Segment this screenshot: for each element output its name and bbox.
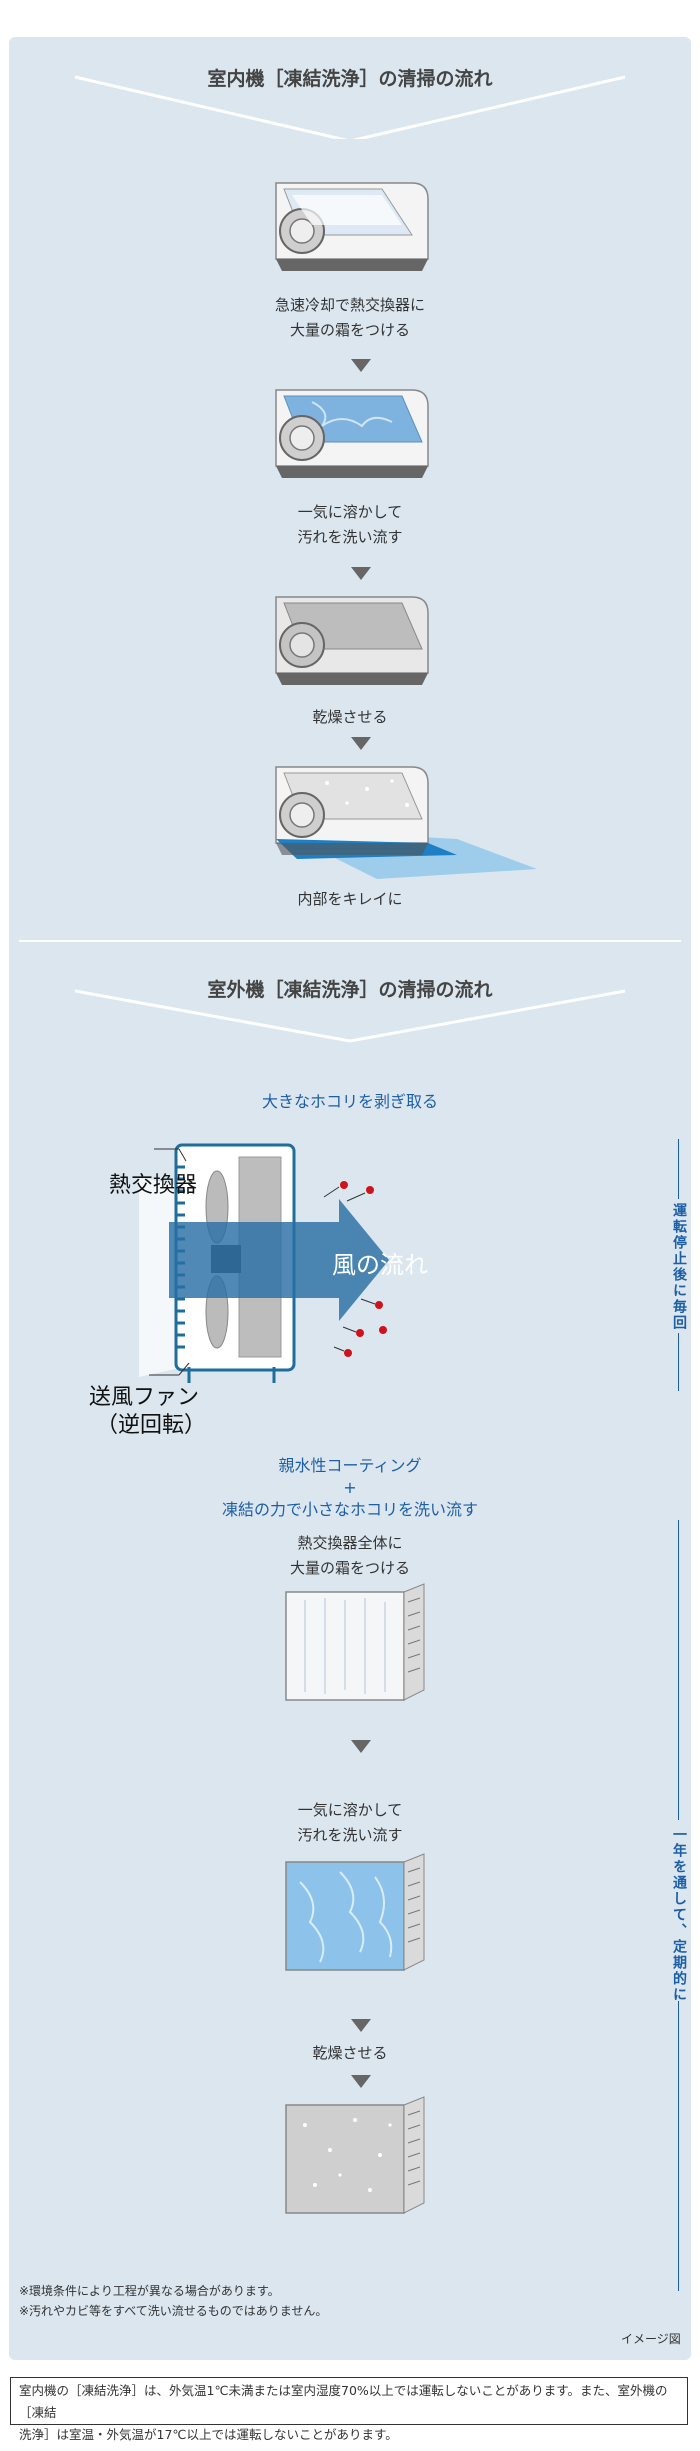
outdoor-unit-dry-illustration [285, 2096, 425, 2214]
side-bracket-line [678, 2001, 679, 2291]
cleaning-flow-panel: 室内機［凍結洗浄］の清掃の流れ 急速冷却で熱交換器に 大量の霜をつける 一気に溶… [9, 37, 691, 2360]
step-arrow-icon [351, 1740, 371, 1753]
indoor-unit-dry-illustration [275, 596, 429, 685]
dust-caption: 大きなホコリを剥ぎ取る [261, 1092, 438, 1111]
indoor-step3-caption: 乾燥させる [312, 708, 388, 726]
coating-caption: 親水性コーティング + 凍結の力で小さなホコリを洗い流す [221, 1456, 478, 1519]
step-arrow-icon [351, 359, 371, 372]
label-heat-exchanger: 熱交換器 [109, 1173, 198, 1198]
side-label-every-time: 運転停止後に毎回 [671, 1203, 687, 1331]
step-arrow-icon [351, 737, 371, 750]
disclaimer-line-1: 室内機の［凍結洗浄］は、外気温1℃未満または室内湿度70%以上では運転しないこと… [19, 2383, 668, 2420]
step-arrow-icon [351, 2019, 371, 2032]
outdoor-step1-caption: 熱交換器全体に 大量の霜をつける [289, 1534, 410, 1577]
indoor-step1-caption: 急速冷却で熱交換器に 大量の霜をつける [274, 296, 425, 339]
note-2: ※汚れやカビ等をすべて洗い流せるものではありません。 [19, 2304, 328, 2318]
label-fan-reverse: （逆回転） [96, 1413, 207, 1438]
step-arrow-icon [351, 2075, 371, 2088]
indoor-unit-frost-illustration [275, 182, 429, 271]
note-1: ※環境条件により工程が異なる場合があります。 [19, 2284, 280, 2298]
step-arrow-icon [351, 567, 371, 580]
indoor-step4-caption: 内部をキレイに [297, 890, 403, 908]
indoor-title: 室内機［凍結洗浄］の清掃の流れ [207, 68, 493, 90]
label-fan: 送風ファン [89, 1385, 200, 1410]
outdoor-unit-frost-illustration [285, 1583, 425, 1701]
indoor-unit-melt-illustration [275, 389, 429, 478]
indoor-unit-clean-illustration [275, 766, 537, 879]
image-label: イメージ図 [621, 2332, 681, 2346]
outdoor-step3-caption: 乾燥させる [312, 2044, 388, 2062]
section-divider [19, 940, 681, 942]
outdoor-step2-caption: 一気に溶かして 汚れを洗い流す [297, 1801, 403, 1844]
indoor-title-chevron [74, 75, 626, 139]
side-bracket-line [678, 1520, 679, 1820]
side-bracket-line [678, 1139, 679, 1199]
disclaimer-box: 室内機の［凍結洗浄］は、外気温1℃未満または室内湿度70%以上では運転しないこと… [10, 2377, 688, 2442]
label-wind-flow: 風の流れ [332, 1251, 428, 1279]
disclaimer-line-2: 洗浄］は室温・外気温が17℃以上では運転しないことがあります。 [19, 2427, 398, 2442]
outdoor-title-chevron [74, 989, 626, 1043]
side-label-regularly: 一年を通して、定期的に [671, 1827, 687, 2003]
outdoor-airflow-diagram [139, 1143, 389, 1383]
outdoor-title: 室外機［凍結洗浄］の清掃の流れ [207, 979, 493, 1001]
side-bracket-line [678, 1333, 679, 1391]
indoor-step2-caption: 一気に溶かして 汚れを洗い流す [297, 503, 403, 546]
outdoor-unit-melt-illustration [285, 1853, 425, 1971]
